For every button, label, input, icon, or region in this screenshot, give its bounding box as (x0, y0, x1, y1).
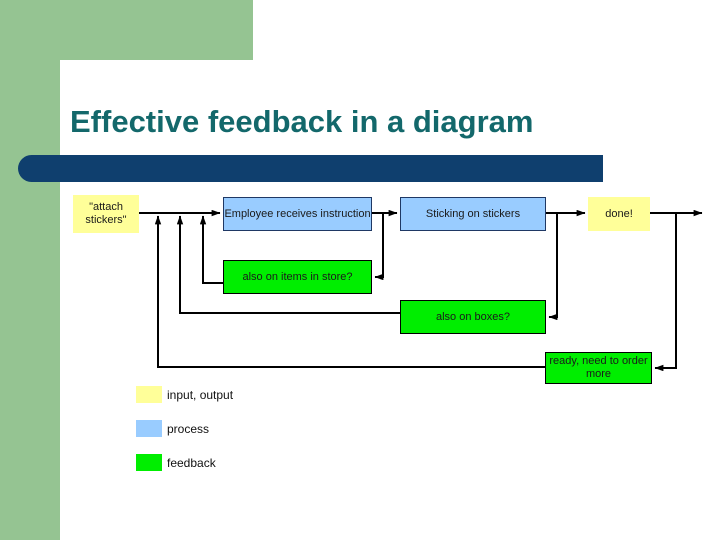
edge-done-to-ready (654, 213, 677, 372)
node-attach-stickers[interactable]: "attach stickers" (73, 195, 139, 233)
legend-item-process: process (136, 420, 209, 437)
edge-ready-feedback (154, 215, 545, 368)
node-attach-stickers-label: "attach stickers" (85, 201, 127, 226)
legend-swatch-input-output-icon (136, 386, 162, 403)
legend-item-input-output: input, output (136, 386, 233, 403)
edge-boxes-feedback (176, 215, 400, 314)
node-employee-receives-instruction[interactable]: Employee receives instruction (223, 197, 372, 231)
legend-label-input-output: input, output (167, 387, 234, 402)
node-sticking-on-stickers-label: Sticking on stickers (425, 207, 521, 220)
edge-employee-to-items (374, 213, 384, 281)
legend-swatch-process-icon (136, 420, 162, 437)
legend-item-feedback: feedback (136, 454, 216, 471)
green-left-band-decoration (0, 0, 60, 540)
node-ready-need-to-order-more-label: ready, need to order more (549, 355, 648, 380)
white-content-panel (60, 60, 720, 540)
node-employee-receives-instruction-label: Employee receives instruction (224, 207, 371, 220)
node-also-on-items-in-store-label: also on items in store? (242, 270, 353, 283)
legend-swatch-feedback-icon (136, 454, 162, 471)
legend-label-feedback: feedback (167, 455, 216, 470)
edge-items-feedback (199, 215, 223, 284)
node-also-on-items-in-store[interactable]: also on items in store? (223, 260, 372, 294)
node-done[interactable]: done! (588, 197, 650, 231)
legend-label-process: process (167, 421, 210, 436)
green-top-block-decoration (0, 0, 253, 60)
node-sticking-on-stickers[interactable]: Sticking on stickers (400, 197, 546, 231)
node-ready-need-to-order-more[interactable]: ready, need to order more (545, 352, 652, 384)
page-title: Effective feedback in a diagram (70, 104, 534, 139)
edge-sticking-to-boxes (548, 213, 558, 321)
node-also-on-boxes[interactable]: also on boxes? (400, 300, 546, 334)
node-also-on-boxes-label: also on boxes? (436, 310, 510, 323)
title-underline-band-extension (120, 155, 603, 182)
node-done-label: done! (605, 207, 633, 220)
